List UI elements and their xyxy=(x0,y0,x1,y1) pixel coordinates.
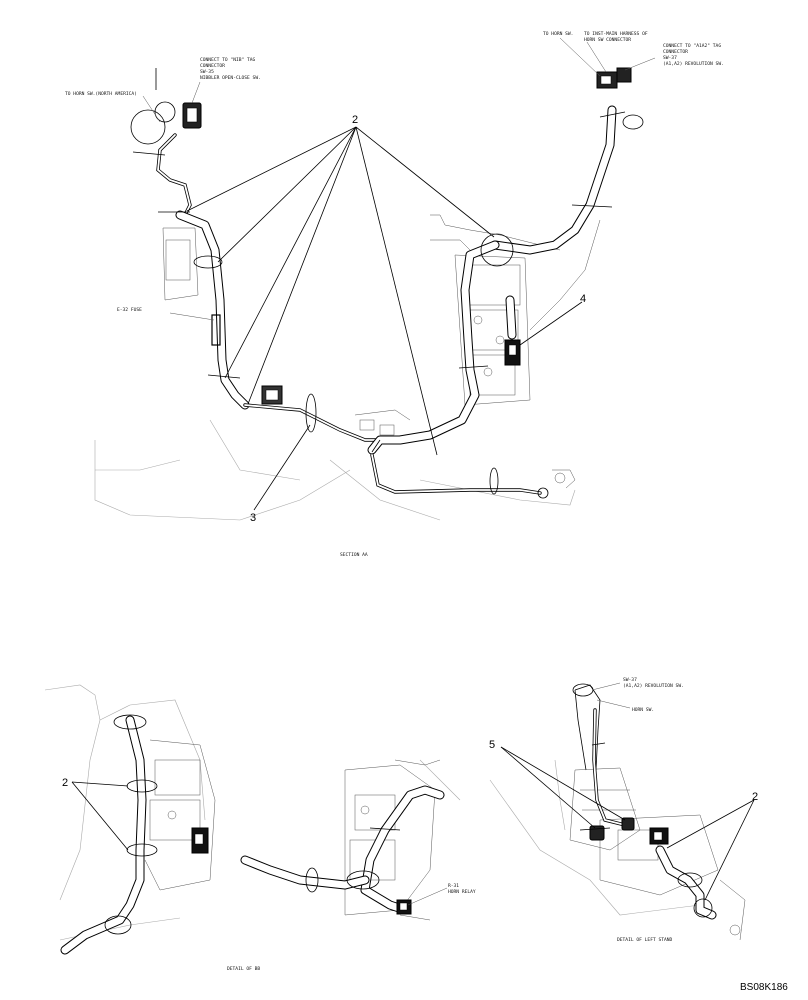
caption-detail-left-stand: DETAIL OF LEFT STAND xyxy=(617,937,673,943)
note-a1a2-line-3: SW-37 xyxy=(663,55,677,61)
callout-4-section-aa: 4 xyxy=(580,293,586,305)
note-a1a2-line-4: (A1,A2) REVOLUTION SW. xyxy=(663,61,724,67)
caption-section-aa: SECTION AA xyxy=(340,552,368,558)
note-nibbler-line-2: CONNECTOR xyxy=(200,63,225,69)
section-aa-components xyxy=(130,67,644,495)
note-to-horn-sw: TO HORN SW. xyxy=(543,31,573,37)
callout-2-detail-left: 2 xyxy=(62,777,68,789)
clamp-icon xyxy=(305,393,317,433)
note-sw37-line-1: SW-37 xyxy=(623,677,637,683)
note-horn-sw-north-america: TO HORN SW.(NORTH AMERICA) xyxy=(65,91,137,97)
callout-2-section-aa: 2 xyxy=(352,114,358,126)
note-a1a2-line-1: CONNECT TO "A1A2" TAG xyxy=(663,43,721,49)
note-inst-main-line-1: TO INST-MAIN HARNESS OF xyxy=(584,31,648,37)
detail-left-panel xyxy=(44,684,216,955)
horn-switch-ring-icon xyxy=(130,109,166,145)
section-aa-frame-outline xyxy=(94,214,601,521)
detail-bb-panel xyxy=(240,759,461,921)
detail-left-stand-panel xyxy=(489,682,755,941)
callout-2-left-stand: 2 xyxy=(752,791,758,803)
note-horn-sw-left-stand: HORN SW. xyxy=(632,707,654,713)
note-r31-line-1: R-31 xyxy=(448,883,459,889)
section-aa-leaders xyxy=(142,37,656,511)
callout-5-left-stand: 5 xyxy=(489,739,495,751)
note-a1a2-line-2: CONNECTOR xyxy=(663,49,688,55)
section-aa-harness xyxy=(156,105,617,499)
note-inst-main-line-2: HORN SW CONNECTOR xyxy=(584,37,631,43)
note-r31-line-2: HORN RELAY xyxy=(448,889,476,895)
note-nibbler-line-1: CONNECT TO "NIB" TAG xyxy=(200,57,256,63)
note-nibbler-line-4: NIBBLER OPEN-CLOSE SW. xyxy=(200,75,261,81)
callout-3-section-aa: 3 xyxy=(250,512,256,524)
note-e32-fuse: E-32 FUSE xyxy=(117,307,142,313)
note-nibbler-line-3: SW-35 xyxy=(200,69,214,75)
drawing-code: BS08K186 xyxy=(740,982,788,993)
note-sw37-line-2: (A1,A2) REVOLUTION SW. xyxy=(623,683,684,689)
caption-detail-bb: DETAIL OF BB xyxy=(227,966,260,972)
